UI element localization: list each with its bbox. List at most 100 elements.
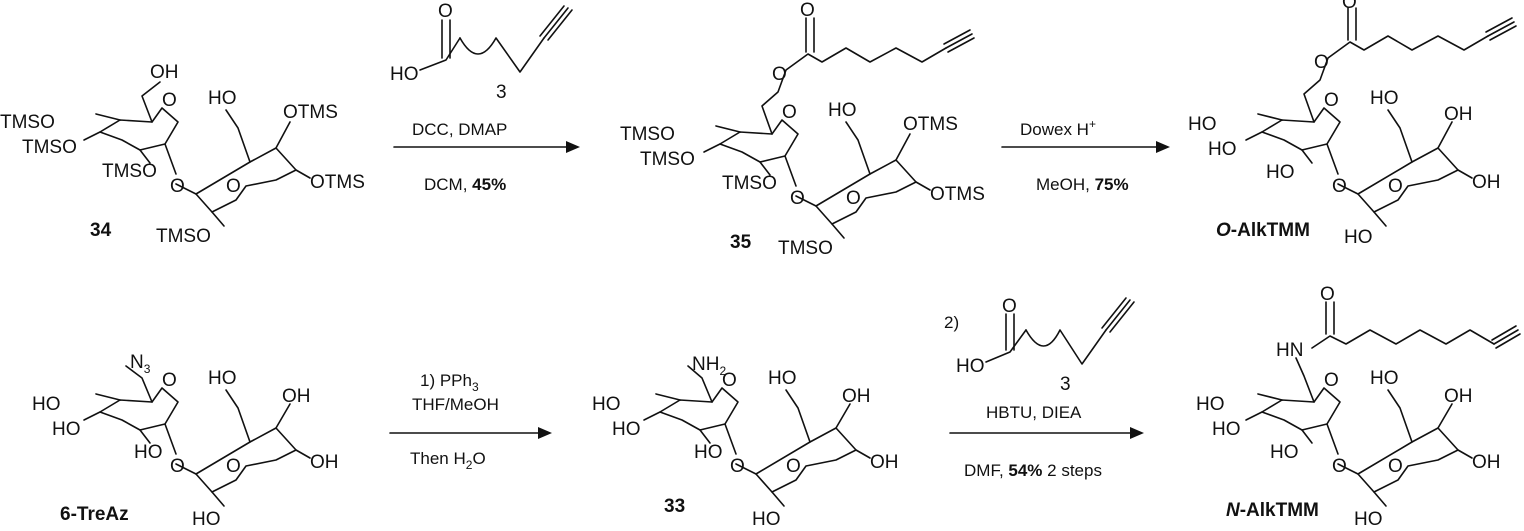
hydroxyl-label: HO: [52, 419, 81, 440]
repeat-count-label: 3: [496, 82, 507, 103]
carbonyl-oxygen-label: O: [1002, 296, 1017, 317]
hydroxyl-label: HO: [694, 442, 723, 463]
compound-35: O O TMSO TMSO TMSO O O O HO OTMS OTMS TM…: [620, 0, 985, 259]
amine-label: NH2: [692, 354, 726, 378]
glycosidic-oxygen-label: O: [170, 176, 185, 197]
hydroxyl-label: HO: [1196, 394, 1225, 415]
glycosidic-oxygen-label: O: [1332, 456, 1347, 477]
compound-33: NH2 HO HO HO O O O HO OH OH HO 33: [592, 354, 899, 530]
carbonyl-oxygen-label: O: [1320, 284, 1335, 305]
compound-6-treaz: N3 HO HO HO O O O HO OH OH HO 6-TreAz: [32, 352, 339, 530]
hydroxyl-label: HO: [1270, 442, 1299, 463]
reaction-arrow: [389, 427, 552, 439]
hydroxyl-label: HO: [828, 100, 857, 121]
reaction4-reagents: HBTU, DIEA: [986, 403, 1082, 422]
hydroxyl-label: HO: [208, 368, 237, 389]
hydroxyl-label: OH: [842, 386, 871, 407]
reaction-arrow: [393, 141, 580, 153]
hydroxyl-label: HO: [1354, 509, 1383, 530]
hydroxyl-label: HO: [612, 419, 641, 440]
ring-oxygen-label: O: [1388, 456, 1403, 477]
ring-oxygen-label: O: [722, 370, 737, 391]
hydroxyl-label: OH: [1444, 386, 1473, 407]
reaction3-workup: Then H2O: [410, 449, 486, 472]
hydroxyl-label: HO: [1344, 227, 1373, 248]
glycosidic-oxygen-label: O: [170, 456, 185, 477]
reaction-arrow: [949, 427, 1144, 439]
ester-oxygen-label: O: [1314, 52, 1329, 73]
compound-n-alktmm: O HN HO HO HO O O O HO OH OH HO N-AlkTMM: [1196, 284, 1521, 530]
compound-label-33: 33: [664, 496, 685, 517]
compound-label-6-treaz: 6-TreAz: [60, 504, 129, 525]
repeat-count-label: 3: [1060, 374, 1071, 395]
compound-label-o-alktmm: O-AlkTMM: [1216, 220, 1310, 241]
tmso-label: TMSO: [640, 149, 695, 170]
reaction1-reagents: DCC, DMAP: [412, 120, 507, 139]
reaction1-solvent-yield: DCM, 45%: [424, 175, 506, 194]
glycosidic-oxygen-label: O: [790, 188, 805, 209]
ring-oxygen-label: O: [226, 456, 241, 477]
ring-oxygen-label: O: [782, 102, 797, 123]
hydroxyl-label: HO: [32, 394, 61, 415]
reaction3-solvent: THF/MeOH: [412, 395, 499, 414]
hydroxyl-label: OH: [1472, 452, 1501, 473]
compound-label-35: 35: [730, 232, 752, 253]
ring-oxygen-label: O: [162, 370, 177, 391]
carbonyl-oxygen-label: O: [800, 0, 815, 21]
glycosidic-oxygen-label: O: [730, 456, 745, 477]
hydroxyl-label: HO: [1266, 162, 1295, 183]
compound-34: OH TMSO TMSO TMSO O O O HO OTMS OTMS TMS…: [0, 62, 365, 247]
hydroxyl-label: HO: [1370, 88, 1399, 109]
amide-nh-label: HN: [1276, 340, 1303, 361]
tmso-label: TMSO: [778, 238, 833, 259]
ring-oxygen-label: O: [786, 456, 801, 477]
ring-oxygen-label: O: [162, 90, 177, 111]
hydroxyl-label: HO: [768, 368, 797, 389]
hydroxyl-label: HO: [192, 509, 221, 530]
tmso-label: TMSO: [22, 137, 77, 158]
compound-label-34: 34: [90, 220, 112, 241]
hydroxyl-label: HO: [1212, 419, 1241, 440]
reagent-heptynoic-acid: O HO 3: [390, 1, 573, 103]
otms-label: OTMS: [283, 102, 338, 123]
ring-oxygen-label: O: [1324, 370, 1339, 391]
ester-oxygen-label: O: [772, 64, 787, 85]
tmso-label: TMSO: [0, 112, 55, 133]
tmso-label: TMSO: [102, 161, 157, 182]
ring-oxygen-label: O: [1388, 176, 1403, 197]
hydroxyl-label: OH: [310, 452, 339, 473]
hydroxyl-label: HO: [1208, 139, 1237, 160]
tmso-label: TMSO: [156, 226, 211, 247]
compound-o-alktmm: O O HO HO HO O O O HO OH OH HO O-AlkTMM: [1188, 0, 1517, 248]
azide-label: N3: [130, 352, 151, 376]
carbonyl-oxygen-label: O: [1342, 0, 1357, 13]
hydroxyl-label: HO: [956, 356, 985, 377]
hydroxyl-label: HO: [390, 64, 419, 85]
hydroxyl-label: OH: [1472, 172, 1501, 193]
hydroxyl-label: HO: [592, 394, 621, 415]
ring-oxygen-label: O: [226, 176, 241, 197]
carbonyl-oxygen-label: O: [438, 1, 453, 22]
hydroxyl-label: OH: [150, 62, 179, 83]
reaction4-step-number: 2): [944, 313, 959, 332]
hydroxyl-label: OH: [282, 386, 311, 407]
compound-label-n-alktmm: N-AlkTMM: [1226, 500, 1319, 521]
reaction-arrow: [1001, 141, 1170, 153]
hydroxyl-label: HO: [752, 509, 781, 530]
reaction4-solvent-yield: DMF, 54% 2 steps: [964, 461, 1102, 480]
hydroxyl-label: HO: [1188, 114, 1217, 135]
hydroxyl-label: OH: [870, 452, 899, 473]
ring-oxygen-label: O: [1324, 90, 1339, 111]
otms-label: OTMS: [903, 114, 958, 135]
hydroxyl-label: HO: [134, 442, 163, 463]
reaction3-step1-reagent: 1) PPh3: [420, 371, 479, 394]
tmso-label: TMSO: [722, 173, 777, 194]
tmso-label: TMSO: [620, 124, 675, 145]
reaction2-reagents: Dowex H+: [1020, 117, 1096, 139]
otms-label: OTMS: [930, 184, 985, 205]
hydroxyl-label: OH: [1444, 104, 1473, 125]
glycosidic-oxygen-label: O: [1332, 176, 1347, 197]
otms-label: OTMS: [310, 172, 365, 193]
reaction2-solvent-yield: MeOH, 75%: [1036, 175, 1129, 194]
